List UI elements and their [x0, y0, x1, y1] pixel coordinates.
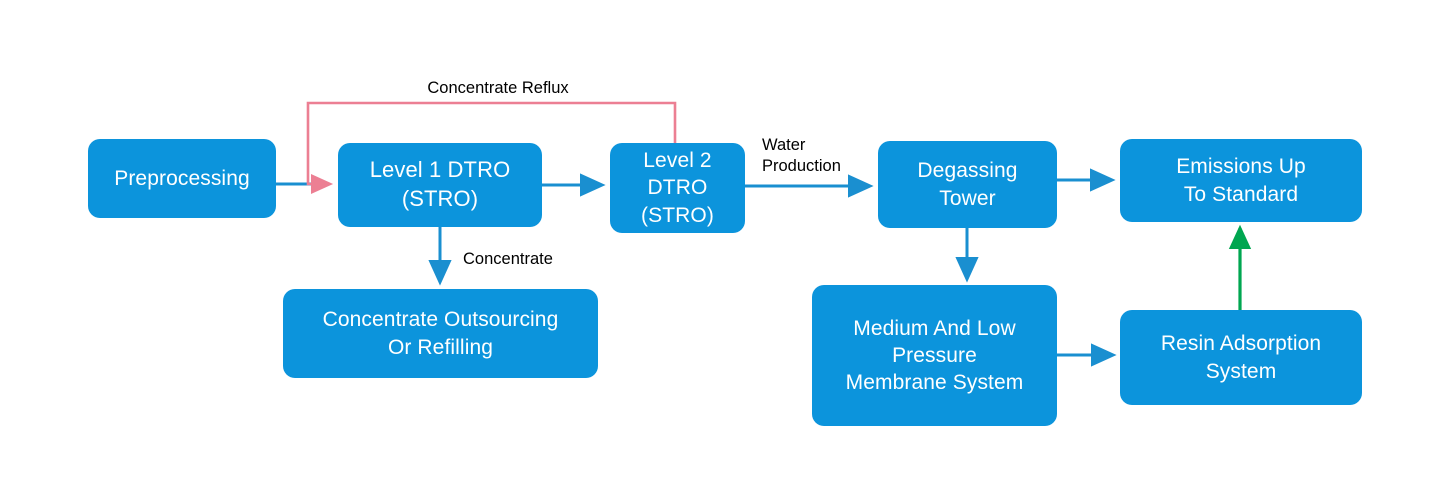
- node-concentrate-outsourcing-or-refilling[interactable]: Concentrate Outsourcing Or Refilling: [283, 289, 598, 378]
- node-level-2-dtro[interactable]: Level 2 DTRO (STRO): [610, 143, 745, 233]
- node-preprocessing[interactable]: Preprocessing: [88, 139, 276, 218]
- node-medium-and-low-pressure-membrane-system[interactable]: Medium And Low Pressure Membrane System: [812, 285, 1057, 426]
- node-degassing-tower[interactable]: Degassing Tower: [878, 141, 1057, 228]
- node-level-1-dtro[interactable]: Level 1 DTRO (STRO): [338, 143, 542, 227]
- node-resin-adsorption-system[interactable]: Resin Adsorption System: [1120, 310, 1362, 405]
- edge-label-concentrate-reflux: Concentrate Reflux: [427, 79, 569, 97]
- node-emissions-up-to-standard[interactable]: Emissions Up To Standard: [1120, 139, 1362, 222]
- edge-label-concentrate: Concentrate: [463, 250, 553, 268]
- edge-label-water-production: Water Production: [762, 136, 841, 175]
